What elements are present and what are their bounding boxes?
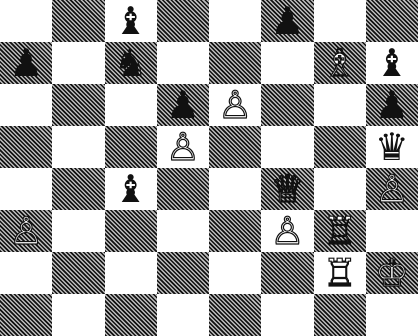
square-d1[interactable] [157, 294, 209, 336]
white-queen-icon[interactable]: ♕ [261, 168, 313, 210]
white-pawn-icon[interactable]: ♙ [261, 210, 313, 252]
square-a2[interactable] [0, 252, 52, 294]
square-a8[interactable] [0, 0, 52, 42]
black-pawn-icon[interactable]: ♟ [366, 84, 418, 126]
square-b3[interactable] [52, 210, 104, 252]
square-f5[interactable] [261, 126, 313, 168]
square-c2[interactable] [105, 252, 157, 294]
square-g1[interactable] [314, 294, 366, 336]
square-a6[interactable] [0, 84, 52, 126]
square-b1[interactable] [52, 294, 104, 336]
square-d5[interactable]: ♙ [157, 126, 209, 168]
square-b7[interactable] [52, 42, 104, 84]
white-pawn-icon[interactable]: ♙ [366, 168, 418, 210]
square-h2[interactable]: ♔ [366, 252, 418, 294]
square-c8[interactable]: ♝ [105, 0, 157, 42]
square-b8[interactable] [52, 0, 104, 42]
square-h4[interactable]: ♙ [366, 168, 418, 210]
square-d7[interactable] [157, 42, 209, 84]
square-e5[interactable] [209, 126, 261, 168]
square-a7[interactable]: ♟ [0, 42, 52, 84]
square-e2[interactable] [209, 252, 261, 294]
white-rook-icon[interactable]: ♖ [314, 252, 366, 294]
square-e1[interactable] [209, 294, 261, 336]
black-queen-icon[interactable]: ♛ [366, 126, 418, 168]
square-d6[interactable]: ♟ [157, 84, 209, 126]
square-h6[interactable]: ♟ [366, 84, 418, 126]
square-d3[interactable] [157, 210, 209, 252]
square-d4[interactable] [157, 168, 209, 210]
square-g2[interactable]: ♖ [314, 252, 366, 294]
square-e4[interactable] [209, 168, 261, 210]
square-c6[interactable] [105, 84, 157, 126]
square-h3[interactable] [366, 210, 418, 252]
black-pawn-icon[interactable]: ♟ [0, 42, 52, 84]
square-g8[interactable] [314, 0, 366, 42]
square-f4[interactable]: ♕ [261, 168, 313, 210]
black-pawn-icon[interactable]: ♟ [157, 84, 209, 126]
square-h8[interactable] [366, 0, 418, 42]
square-b4[interactable] [52, 168, 104, 210]
square-a4[interactable] [0, 168, 52, 210]
square-e8[interactable] [209, 0, 261, 42]
square-g5[interactable] [314, 126, 366, 168]
black-pawn-icon[interactable]: ♟ [261, 0, 313, 42]
square-d8[interactable] [157, 0, 209, 42]
square-e3[interactable] [209, 210, 261, 252]
square-b2[interactable] [52, 252, 104, 294]
square-c4[interactable]: ♝ [105, 168, 157, 210]
black-bishop-icon[interactable]: ♝ [105, 0, 157, 42]
square-f6[interactable] [261, 84, 313, 126]
square-f7[interactable] [261, 42, 313, 84]
square-g3[interactable]: ♖ [314, 210, 366, 252]
square-f1[interactable] [261, 294, 313, 336]
white-pawn-icon[interactable]: ♙ [209, 84, 261, 126]
square-a1[interactable] [0, 294, 52, 336]
square-g7[interactable]: ♗ [314, 42, 366, 84]
square-h7[interactable]: ♝ [366, 42, 418, 84]
white-pawn-icon[interactable]: ♙ [0, 210, 52, 252]
black-bishop-icon[interactable]: ♝ [366, 42, 418, 84]
white-pawn-icon[interactable]: ♙ [157, 126, 209, 168]
square-f8[interactable]: ♟ [261, 0, 313, 42]
square-c7[interactable]: ♞ [105, 42, 157, 84]
square-e7[interactable] [209, 42, 261, 84]
white-bishop-icon[interactable]: ♗ [314, 42, 366, 84]
square-e6[interactable]: ♙ [209, 84, 261, 126]
square-a3[interactable]: ♙ [0, 210, 52, 252]
black-bishop-icon[interactable]: ♝ [105, 168, 157, 210]
square-b6[interactable] [52, 84, 104, 126]
square-c1[interactable] [105, 294, 157, 336]
square-f2[interactable] [261, 252, 313, 294]
black-knight-icon[interactable]: ♞ [105, 42, 157, 84]
square-b5[interactable] [52, 126, 104, 168]
square-f3[interactable]: ♙ [261, 210, 313, 252]
square-h5[interactable]: ♛ [366, 126, 418, 168]
square-g6[interactable] [314, 84, 366, 126]
square-g4[interactable] [314, 168, 366, 210]
white-king-icon[interactable]: ♔ [366, 252, 418, 294]
white-rook-icon[interactable]: ♖ [314, 210, 366, 252]
square-a5[interactable] [0, 126, 52, 168]
square-d2[interactable] [157, 252, 209, 294]
square-h1[interactable] [366, 294, 418, 336]
square-c5[interactable] [105, 126, 157, 168]
square-c3[interactable] [105, 210, 157, 252]
